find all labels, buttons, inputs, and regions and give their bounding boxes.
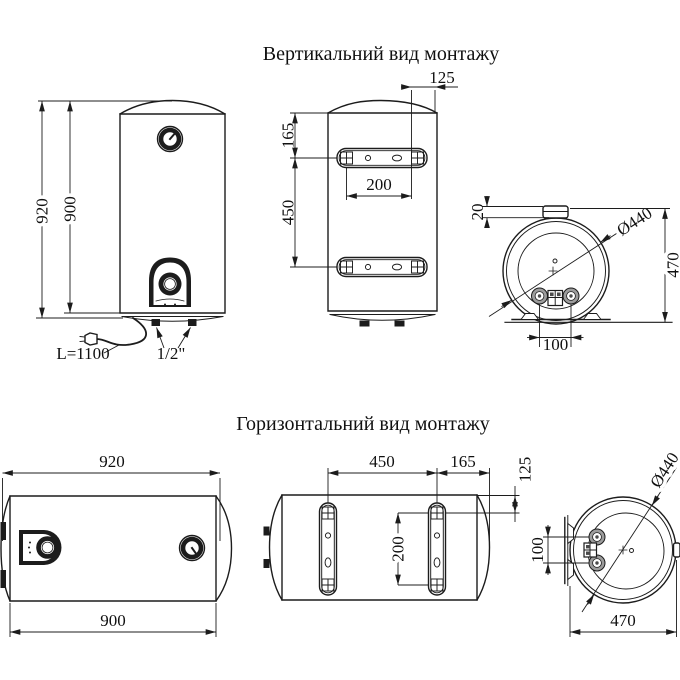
dim-pipe-spacing-label: 100 — [543, 335, 569, 354]
dim-end-offset-label: 165 — [450, 452, 476, 471]
mounting-bracket-lower — [336, 256, 428, 278]
vertical-bottom-view: Ø440 470 20 100 — [468, 196, 680, 354]
pipe-size-label: 1/2" — [157, 344, 186, 363]
wall-anchor-tab — [672, 542, 680, 558]
horizontal-back-view: 450 165 125 200 — [263, 452, 535, 601]
horizontal-side-view: Ø440 100 470 — [528, 445, 680, 637]
dim-hole-spacing-label: 200 — [366, 175, 392, 194]
dim-overall-height-label: 920 — [33, 198, 52, 224]
dim-body-height-label: 900 — [61, 196, 80, 222]
dim-bracket-spacing-label: 450 — [369, 452, 395, 471]
mounting-bracket-right — [427, 502, 447, 596]
dim-body-length-label: 900 — [100, 611, 126, 630]
dim-pipe-spacing-label: 100 — [528, 537, 547, 563]
thermometer-gauge-icon — [178, 534, 206, 562]
dim-top-to-bracket-label: 165 — [279, 123, 298, 149]
mounting-bracket-upper — [336, 147, 428, 169]
power-cord-icon — [79, 316, 148, 346]
control-knob-icon — [149, 257, 191, 307]
outlet-pipe-stub-right — [188, 319, 197, 326]
outlet-pipe-stub-left — [151, 319, 160, 326]
horizontal-front-view: 920 900 — [0, 452, 233, 637]
thermometer-gauge-icon — [156, 125, 184, 153]
pipe-connections-icon — [583, 528, 606, 572]
vertical-front-view: 920 900 L=1100 1/2" — [29, 99, 226, 363]
dim-bracket-thickness-label: 20 — [468, 204, 487, 221]
dim-bracket-spacing-label: 450 — [279, 200, 298, 226]
vertical-back-view: 165 450 200 125 — [279, 68, 458, 327]
dim-depth-label: 470 — [664, 252, 680, 278]
dim-hole-spacing-label: 200 — [389, 536, 408, 562]
dim-overall-length-label: 920 — [99, 452, 125, 471]
dim-depth-label: 470 — [610, 611, 636, 630]
dim-edge-offset-label: 125 — [429, 68, 455, 87]
dim-diameter-label: Ø440 — [646, 449, 680, 491]
horizontal-section-title: Горизонтальний вид монтажу — [236, 413, 490, 435]
dim-surface-to-hole-label: 125 — [516, 457, 535, 483]
control-knob-icon — [19, 530, 62, 565]
cable-length-label: L=1100 — [56, 344, 109, 363]
wall-anchor-tab — [542, 205, 569, 219]
pipe-connections-icon — [531, 287, 580, 307]
vertical-section-title: Вертикальний вид монтажу — [263, 43, 499, 65]
mounting-bracket-left — [318, 502, 338, 596]
